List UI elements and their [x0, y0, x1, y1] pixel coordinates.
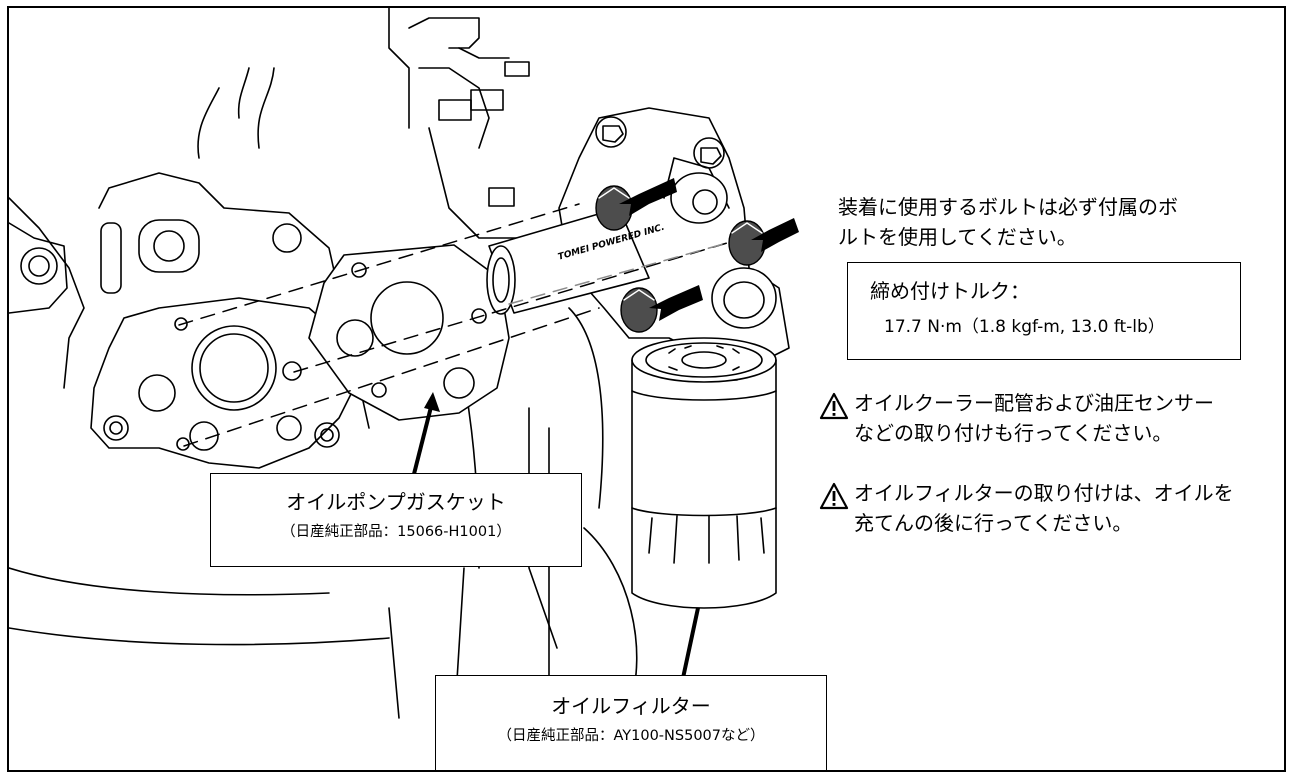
- bolt-note: 装着に使用するボルトは必ず付属のボ ルトを使用してください。: [838, 192, 1178, 252]
- gasket-illustration: [308, 244, 510, 421]
- warning-triangle-icon: [819, 392, 849, 420]
- bolt-upper: [595, 185, 633, 231]
- bolt-lower: [620, 287, 658, 333]
- oil-pump-flange: [90, 297, 355, 469]
- filter-label-box: オイルフィルター （日産純正部品：AY100-NS5007など）: [435, 675, 827, 770]
- warning-2-line1: オイルフィルターの取り付けは、オイルを: [854, 481, 1234, 505]
- bolt-note-line2: ルトを使用してください。: [838, 225, 1077, 249]
- torque-label: 締め付けトルク：: [870, 279, 1030, 303]
- diagram-frame: 装着に使用するボルトは必ず付属のボ ルトを使用してください。 締め付けトルク： …: [7, 6, 1286, 772]
- bolt-right: [728, 220, 766, 266]
- torque-value: 17.7 N·m（1.8 kgf-m, 13.0 ft-lb）: [884, 317, 1165, 337]
- gasket-name: オイルポンプガスケット: [286, 490, 506, 514]
- leader-lines: [412, 402, 700, 679]
- warning-1-line2: などの取り付けも行ってください。: [854, 421, 1173, 445]
- bolts: [595, 185, 766, 333]
- gasket-label-box: オイルポンプガスケット （日産純正部品：15066-H1001）: [210, 473, 582, 567]
- oil-filter-illustration: [631, 337, 777, 609]
- torque-box: 締め付けトルク： 17.7 N·m（1.8 kgf-m, 13.0 ft-lb）: [847, 262, 1241, 360]
- warning-2-line2: 充てんの後に行ってください。: [854, 511, 1133, 535]
- alignment-guides: [178, 203, 728, 447]
- bolt-note-line1: 装着に使用するボルトは必ず付属のボ: [838, 195, 1178, 219]
- oil-filter-adapter: [486, 107, 790, 381]
- filter-part-number: （日産純正部品：AY100-NS5007など）: [497, 728, 765, 744]
- filter-name: オイルフィルター: [551, 694, 711, 718]
- engine-block: [9, 8, 638, 749]
- leader-arrowheads: [424, 392, 440, 412]
- bolt-arrows: [619, 178, 799, 321]
- installation-illustration: [9, 8, 799, 749]
- warning-1-line1: オイルクーラー配管および油圧センサー: [854, 391, 1214, 415]
- warning-triangle-icon: [819, 482, 849, 510]
- gasket-part-number: （日産純正部品：15066-H1001）: [281, 524, 511, 540]
